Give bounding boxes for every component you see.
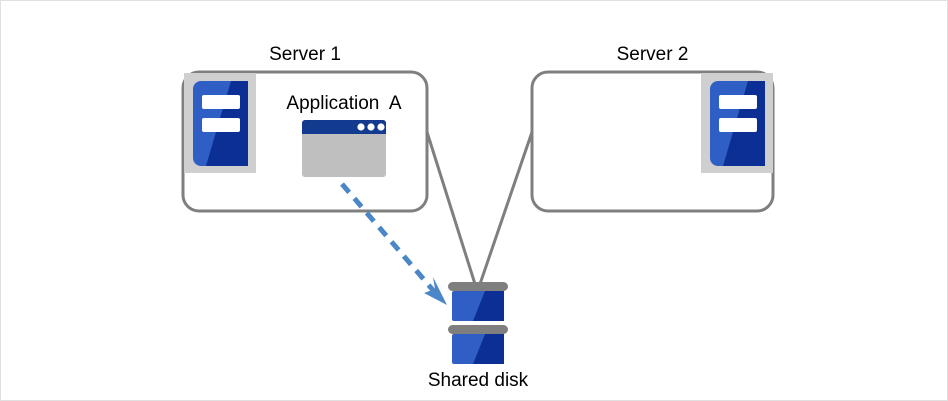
server-icon [701, 73, 773, 173]
server1-title: Server 1 [269, 44, 341, 65]
application-window-dot [377, 123, 385, 131]
connector-server1-to-disk [425, 131, 477, 285]
connector-server2-to-disk [478, 131, 534, 285]
shared-disk-platter-lower-shade [473, 334, 504, 364]
server-icon-bar-bottom [719, 118, 757, 132]
shared-disk-icon [448, 282, 508, 364]
dashed-arrow-line [340, 182, 440, 298]
application-window-dot [357, 123, 365, 131]
shared-disk-platter-upper-shade [473, 291, 504, 321]
application-window-titlebar [302, 120, 386, 134]
server1-box [181, 70, 429, 213]
connector-lines [425, 131, 534, 285]
server-icon-bar-top [719, 95, 757, 109]
application-label: Application A [286, 93, 402, 114]
shared-disk-bar-lower [448, 325, 508, 334]
server-icon-bar-bottom [202, 118, 240, 132]
shared-disk-bar-upper [448, 282, 508, 291]
server2-title: Server 2 [616, 44, 689, 65]
application-window-dot [367, 123, 375, 131]
shared-disk-label: Shared disk [427, 370, 529, 391]
dashed-arrow-icon [340, 182, 447, 305]
server-icon [184, 73, 256, 173]
dashed-arrow-head [424, 277, 447, 305]
application-window-icon [302, 120, 386, 177]
server-icon-bar-top [202, 95, 240, 109]
application-window-body [302, 120, 386, 177]
